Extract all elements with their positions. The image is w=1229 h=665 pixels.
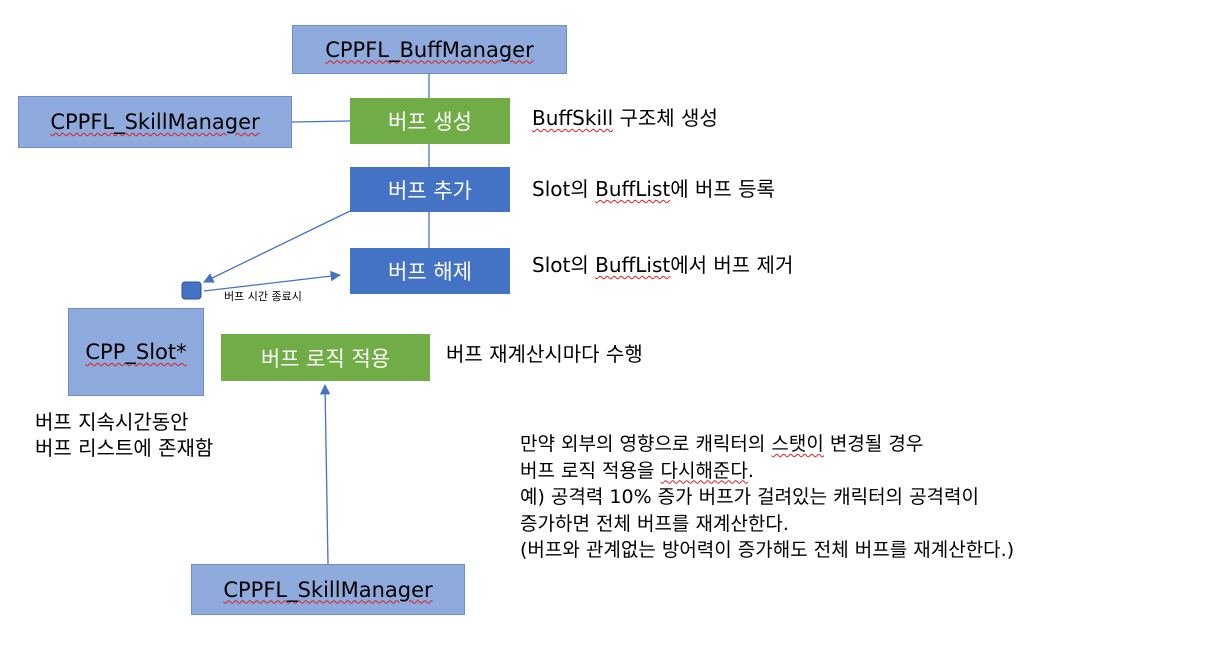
skillmanager-to-create-line (291, 120, 351, 123)
slot-note: 버프 지속시간동안 버프 리스트에 존재함 (35, 409, 213, 461)
slot-note-line2: 버프 리스트에 존재함 (35, 436, 214, 460)
buff-logic-box: 버프 로직 적용 (221, 334, 430, 381)
skill-manager-top-label: CPPFL_SkillManager (50, 110, 260, 134)
remove-desc-mid: BuffList (595, 253, 671, 277)
timer-end-label: 버프 시간 종료시 (224, 290, 302, 303)
buff-create-box: 버프 생성 (350, 98, 510, 144)
skillmanager-to-logic-arrow (319, 383, 331, 565)
recalc-note: 만약 외부의 영향으로 캐릭터의 스탯이 변경될 경우 버프 로직 적용을 다시… (520, 431, 1014, 564)
slot-to-remove-arrow (203, 270, 342, 292)
buff-create-label: 버프 생성 (388, 110, 472, 134)
remove-desc-suffix: 에서 버프 제거 (670, 253, 794, 277)
buff-add-label: 버프 추가 (388, 178, 472, 203)
buff-remove-description: Slot의 BuffList에서 버프 제거 (532, 252, 793, 278)
slot-connector-square (181, 281, 202, 300)
remove-desc-prefix: Slot의 (532, 253, 596, 277)
recalc-note-line1: 만약 외부의 영향으로 캐릭터의 스탯이 변경될 경우 (520, 433, 924, 455)
add-to-slot-arrow (203, 210, 351, 283)
buff-remove-label: 버프 해제 (388, 260, 472, 284)
slot-box: CPP_Slot* (68, 308, 204, 396)
skill-manager-bottom-label: CPPFL_SkillManager (223, 577, 433, 602)
buff-remove-box: 버프 해제 (350, 248, 510, 294)
recalc-note-line5: (버프와 관계없는 방어력이 증가해도 전체 버프를 재계산한다.) (520, 539, 1015, 562)
add-desc-suffix: 에 버프 등록 (670, 177, 775, 201)
create-desc-suffix: 구조체 생성 (613, 106, 718, 130)
buff-create-description: BuffSkill 구조체 생성 (532, 105, 718, 131)
create-desc-prefix: BuffSkill (532, 106, 614, 130)
slot-note-line1: 버프 지속시간동안 (35, 410, 189, 434)
buff-logic-description: 버프 재계산시마다 수행 (446, 342, 643, 366)
skill-manager-bottom-box: CPPFL_SkillManager (191, 564, 465, 615)
add-desc-mid: BuffList (595, 177, 671, 201)
buff-manager-box: CPPFL_BuffManager (292, 25, 567, 74)
buff-add-box: 버프 추가 (350, 167, 510, 212)
recalc-note-line2: 버프 로직 적용을 다시해준다. (520, 459, 754, 482)
recalc-note-line3: 예) 공격력 10% 증가 버프가 걸려있는 캐릭터의 공격력이 (520, 486, 980, 509)
buff-manager-label: CPPFL_BuffManager (325, 37, 534, 62)
add-desc-prefix: Slot의 (532, 177, 596, 201)
slot-label: CPP_Slot* (85, 340, 187, 364)
buff-logic-label: 버프 로직 적용 (260, 346, 391, 371)
buff-add-description: Slot의 BuffList에 버프 등록 (532, 176, 775, 202)
recalc-note-line4: 증가하면 전체 버프를 재계산한다. (520, 512, 789, 535)
skill-manager-top-box: CPPFL_SkillManager (18, 96, 292, 148)
